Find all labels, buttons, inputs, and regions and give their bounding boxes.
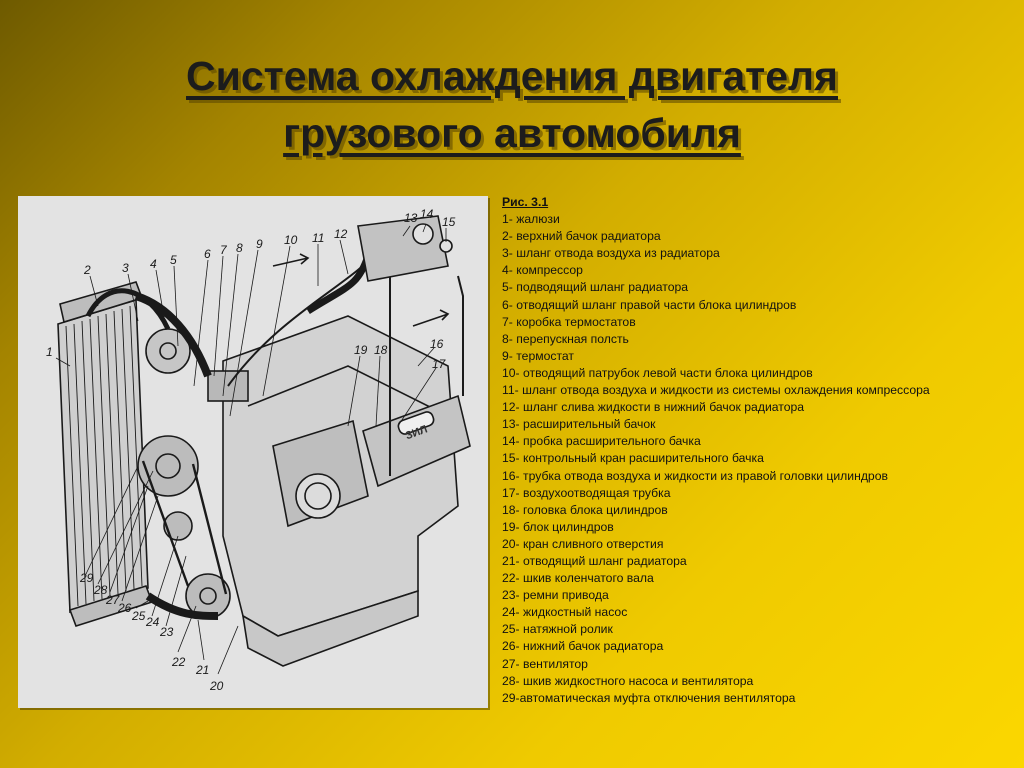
legend-item: 28- шкив жидкостного насоса и вентилятор…: [502, 673, 754, 688]
legend-item: 29-автоматическая муфта отключения венти…: [502, 690, 796, 705]
legend-item: 14- пробка расширительного бачка: [502, 434, 701, 449]
callout-3: 3: [122, 261, 129, 275]
legend-item: 21- отводящий шланг радиатора: [502, 553, 687, 568]
radiator-fins: [65, 305, 143, 607]
callout-23: 23: [159, 625, 174, 639]
callout-11: 11: [312, 231, 324, 245]
tension-roller: [163, 511, 193, 541]
legend-list: 1- жалюзи 2- верхний бачок радиатора 3- …: [502, 211, 1014, 707]
callout-7: 7: [220, 243, 228, 257]
engine-cooling-diagram: 1 2 3 4 5 6 7 8 9 10 11 12 13 14 15 16 1…: [18, 196, 488, 708]
legend-item: 5- подводящий шланг радиатора: [502, 280, 689, 295]
legend-item: 24- жидкостный насос: [502, 605, 628, 620]
slide-title: Система охлаждения двигателя грузового а…: [0, 48, 1024, 162]
valve-cover-badge: ЗИЛ: [404, 423, 429, 442]
callout-24: 24: [145, 615, 160, 629]
legend-item: 13- расширительный бачок: [502, 417, 656, 432]
legend-item: 18- головка блока цилиндров: [502, 502, 668, 517]
callout-26: 26: [117, 601, 132, 615]
callout-19: 19: [354, 343, 368, 357]
callout-9: 9: [256, 237, 263, 251]
callout-27: 27: [105, 593, 121, 607]
legend-item: 25- натяжной ролик: [502, 622, 613, 637]
drive-belts: [141, 460, 228, 595]
legend-item: 15- контрольный кран расширительного бач…: [502, 451, 764, 466]
legend-item: 22- шкив коленчатого вала: [502, 571, 654, 586]
legend-item: 12- шланг слива жидкости в нижний бачок …: [502, 400, 805, 415]
callout-12: 12: [334, 227, 348, 241]
slide-title-line-2: грузового автомобиля: [283, 110, 741, 156]
callout-5: 5: [170, 253, 177, 267]
flow-arrow: [412, 309, 450, 327]
callout-28: 28: [93, 583, 108, 597]
legend-item: 2- верхний бачок радиатора: [502, 229, 661, 244]
legend-item: 19- блок цилиндров: [502, 519, 614, 534]
callout-22: 22: [171, 655, 186, 669]
tank-cap: [412, 223, 434, 245]
callout-13: 13: [404, 211, 418, 225]
legend-item: 20- кран сливного отверстия: [502, 536, 664, 551]
legend-item: 10- отводящий патрубок левой части блока…: [502, 365, 813, 380]
air-vent-hose: [85, 288, 171, 331]
legend-item: 6- отводящий шланг правой части блока ци…: [502, 297, 797, 312]
legend-item: 11- шланг отвода воздуха и жидкости из с…: [502, 383, 930, 398]
callout-10: 10: [284, 233, 298, 247]
callout-14: 14: [420, 207, 434, 221]
legend-item: 16- трубка отвода воздуха и жидкости из …: [502, 468, 888, 483]
legend-item: 27- вентилятор: [502, 656, 588, 671]
right-head-vent-tube: [457, 275, 464, 396]
callout-21: 21: [195, 663, 209, 677]
legend: Рис. 3.1 1- жалюзи 2- верхний бачок ради…: [502, 194, 1014, 707]
legend-item: 26- нижний бачок радиатора: [502, 639, 664, 654]
callout-15: 15: [442, 215, 456, 229]
legend-item: 9- термостат: [502, 348, 575, 363]
callout-2: 2: [83, 263, 91, 277]
slide-title-line-1: Система охлаждения двигателя: [186, 53, 838, 99]
flow-arrow: [272, 253, 310, 267]
block-edge: [247, 365, 439, 412]
lower-radiator-hose: [145, 592, 219, 620]
legend-item: 17- воздухоотводящая трубка: [502, 485, 671, 500]
callout-labels: 1 2 3 4 5 6 7 8 9 10 11 12 13 14 15 16 1…: [46, 207, 456, 693]
callout-4: 4: [150, 257, 157, 271]
callout-18: 18: [374, 343, 388, 357]
callout-29: 29: [79, 571, 94, 585]
upper-radiator-hose: [134, 292, 212, 378]
callout-17: 17: [432, 357, 447, 371]
callout-1: 1: [46, 345, 53, 359]
oil-pan: [241, 589, 419, 667]
callout-16: 16: [430, 337, 444, 351]
cylinder-bore: [295, 473, 341, 519]
legend-item: 23- ремни привода: [502, 588, 609, 603]
legend-item: 1- жалюзи: [502, 212, 560, 227]
legend-item: 7- коробка термостатов: [502, 314, 636, 329]
callout-6: 6: [204, 247, 211, 261]
legend-item: 4- компрессор: [502, 263, 583, 278]
figure-caption: Рис. 3.1: [502, 195, 549, 209]
engine-drawing: [55, 215, 471, 675]
callout-25: 25: [131, 609, 146, 623]
legend-item: 3- шланг отвода воздуха из радиатора: [502, 246, 720, 261]
legend-item: 8- перепускная полсть: [502, 331, 629, 346]
callout-8: 8: [236, 241, 243, 255]
callout-20: 20: [209, 679, 224, 693]
